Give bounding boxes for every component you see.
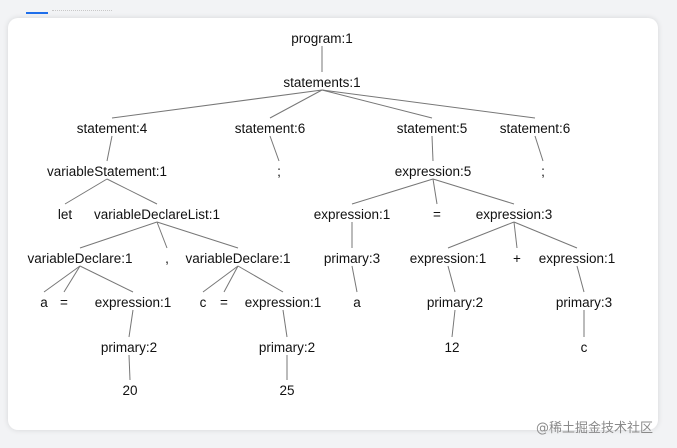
tree-edge [534,135,544,162]
tree-node-label: = [60,295,68,310]
tree-edge [447,265,456,293]
tree-node-label: primary:2 [427,295,483,310]
tree-edge [269,89,323,119]
tree-node-label: = [220,295,228,310]
tree-node-label: variableDeclareList:1 [94,207,220,222]
tree-node-label: statement:6 [500,121,571,136]
tree-node-label: statements:1 [283,75,360,90]
tree-node-label: primary:2 [101,340,157,355]
tree-edge [431,135,434,162]
tree-edge [106,135,113,162]
header-faded-text [52,10,112,16]
tree-edge [128,354,131,381]
tree-node-label: expression:1 [410,251,487,266]
tree-edge [43,265,81,293]
tree-node-label: expression:1 [245,295,322,310]
tree-edge [106,178,158,205]
tree-node-label: 25 [279,383,294,398]
tree-node-label: expression:1 [314,207,391,222]
tree-edge [513,221,578,249]
tree-node-label: , [165,251,169,266]
tree-edge [576,265,585,293]
tree-node-label: let [58,207,73,222]
tree-node-label: program:1 [291,31,353,46]
tree-node-label: expression:1 [95,295,172,310]
tree-node-label: statement:4 [77,121,148,136]
tree-edge [63,265,81,293]
tree-edge [237,265,284,293]
tree-edge [432,178,515,205]
tree-node-label: ; [277,164,281,179]
tree-edge [351,178,434,205]
tree-node-label: statement:5 [397,121,468,136]
tree-edge [513,221,518,249]
tree-edge [432,178,438,205]
tree-edge [351,265,358,293]
tree-node-label: + [513,251,521,266]
tree-edge [111,89,323,119]
tree-edge [447,221,515,249]
diagram-card [8,18,658,430]
tree-node-label: 20 [122,383,137,398]
tree-edge [79,265,134,293]
tree-edge [79,221,158,249]
tree-edge [269,135,280,162]
tree-node-label: primary:3 [324,251,380,266]
tree-node-label: a [353,295,361,310]
tree-edge [451,309,456,338]
tree-node-label: statement:6 [235,121,306,136]
tree-node-label: = [433,207,441,222]
tree-node-label: c [200,295,207,310]
tree-node-label: 12 [444,340,459,355]
tree-node-label: variableDeclare:1 [185,251,290,266]
tree-node-label: primary:3 [556,295,612,310]
tree-edge [156,221,239,249]
tree-node-label: expression:5 [395,164,472,179]
tree-node-label: a [40,295,48,310]
tree-edge [128,309,134,338]
tree-edge [156,221,168,249]
tree-edge [282,309,288,338]
watermark-text: @稀土掘金技术社区 [535,421,653,436]
tree-edge [202,265,239,293]
tree-node-label: expression:3 [476,207,553,222]
tree-node-label: expression:1 [539,251,616,266]
tree-edge [64,178,108,205]
tree-edge [223,265,239,293]
tree-node-label: c [581,340,588,355]
header-accent-bar [26,12,48,14]
tree-node-label: variableDeclare:1 [27,251,132,266]
tree-node-label: ; [541,164,545,179]
tree-edge [321,89,433,119]
tree-edge [321,89,536,119]
tree-node-label: primary:2 [259,340,315,355]
tree-node-label: variableStatement:1 [47,164,167,179]
